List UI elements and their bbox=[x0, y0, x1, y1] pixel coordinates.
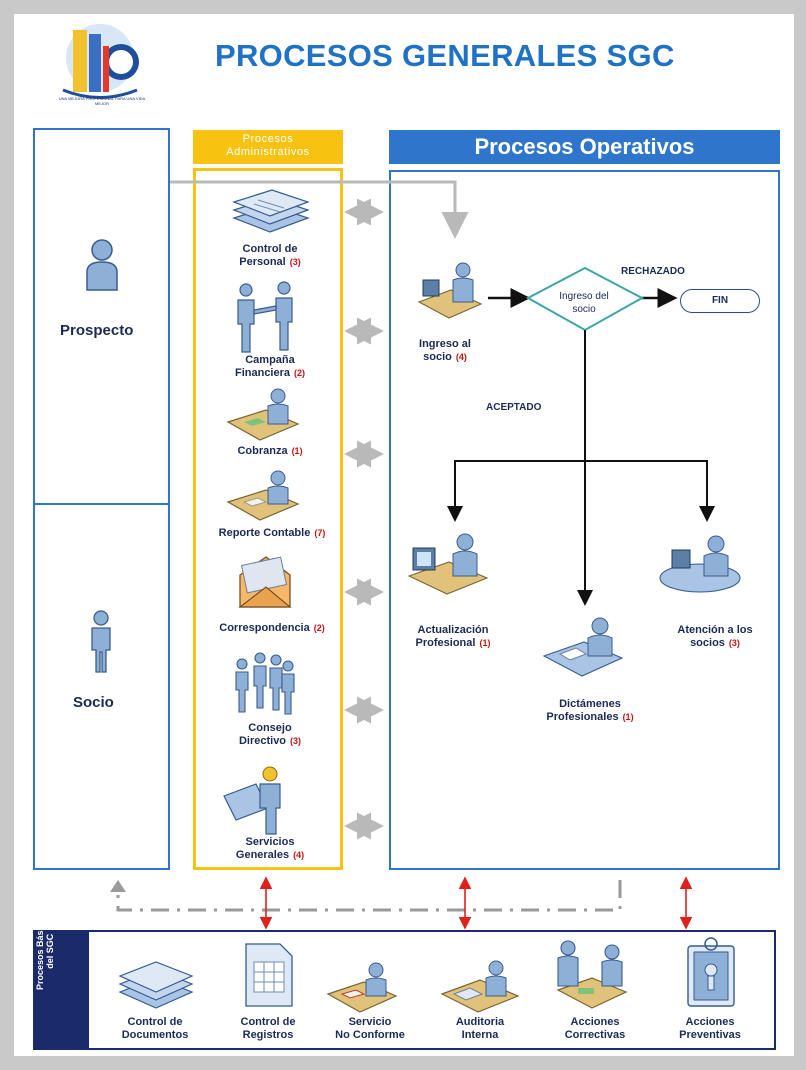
basicos-item-4-label: Auditoria Interna bbox=[455, 1016, 505, 1041]
servicio-no-conforme-icon bbox=[326, 962, 398, 1013]
person-prospecto-icon bbox=[86, 239, 118, 291]
aceptado-label: ACEPTADO bbox=[486, 402, 542, 413]
dictamenes-person-table-papers-icon bbox=[542, 617, 624, 677]
acciones-correctivas-icon bbox=[556, 940, 628, 1009]
actualizacion-label: Actualización Profesional(1) bbox=[415, 624, 491, 649]
prospecto-label: Prospecto bbox=[60, 322, 134, 339]
basicos-item-3-label: Servicio No Conforme bbox=[335, 1016, 405, 1041]
basicos-side-label: Procesos Básicos del SGC bbox=[35, 912, 55, 990]
diagram-sheet bbox=[14, 14, 794, 1056]
documents-stack-icon bbox=[232, 189, 310, 233]
auditoria-interna-icon bbox=[440, 960, 520, 1013]
rechazado-label: RECHAZADO bbox=[621, 266, 685, 277]
admin-item-5-label: Correspondencia(2) bbox=[219, 622, 325, 634]
admin-header-line-1: Procesos bbox=[242, 133, 294, 145]
ingreso-person-computer-icon bbox=[417, 262, 483, 319]
atencion-label: Atención a los socios(3) bbox=[677, 624, 753, 649]
spreadsheet-page-icon bbox=[245, 943, 293, 1007]
dictamenes-label: Dictámenes Profesionales(1) bbox=[546, 698, 634, 723]
basicos-side-bar bbox=[33, 930, 89, 1050]
feedback-line bbox=[116, 880, 622, 912]
atencion-person-callcenter-icon bbox=[659, 535, 741, 593]
decision-text: Ingreso del socio bbox=[559, 291, 609, 315]
admin-item-3-label: Cobranza(1) bbox=[237, 445, 303, 457]
entry-arrow bbox=[170, 180, 469, 239]
group-people-icon bbox=[235, 652, 295, 715]
person-desk-papers-icon bbox=[226, 470, 300, 521]
operativos-header: Procesos Operativos bbox=[389, 130, 780, 164]
admin-item-1-label: Control de Personal(3) bbox=[239, 243, 301, 268]
operativos-column bbox=[389, 170, 780, 870]
admin-item-2-label: Campaña Financiera(2) bbox=[234, 354, 306, 379]
basicos-item-2-label: Control de Registros bbox=[240, 1016, 296, 1041]
basicos-item-6-label: Acciones Preventivas bbox=[679, 1016, 741, 1041]
admin-item-7-label: Servicios Generales(4) bbox=[235, 836, 305, 861]
admin-item-4-label: Reporte Contable(7) bbox=[218, 527, 326, 539]
handshake-people-icon bbox=[237, 281, 293, 353]
worker-blueprint-icon bbox=[223, 766, 281, 835]
fin-terminal: FIN bbox=[680, 289, 760, 313]
clientes-divider bbox=[33, 503, 170, 505]
logo-caption: UNA MEJORA PROFESIONAL PARA UNA VIDA MEJ… bbox=[58, 96, 146, 106]
admin-column bbox=[193, 168, 343, 870]
control-documentos-icon bbox=[118, 961, 194, 1009]
clientes-column bbox=[33, 128, 170, 870]
socio-label: Socio bbox=[73, 694, 114, 711]
actualizacion-person-computer-icon bbox=[407, 533, 489, 595]
basicos-item-5-label: Acciones Correctivas bbox=[564, 1016, 626, 1041]
admin-item-6-label: Consejo Directivo(3) bbox=[238, 722, 302, 747]
envelope-icon bbox=[238, 556, 292, 608]
person-socio-icon bbox=[91, 610, 111, 673]
id-badge-icon bbox=[687, 937, 735, 1007]
page-title: PROCESOS GENERALES SGC bbox=[215, 38, 675, 73]
admin-header-line-2: Administrativos bbox=[226, 146, 310, 158]
logo-icon bbox=[62, 24, 139, 99]
admin-header: Procesos Administrativos bbox=[193, 130, 343, 164]
person-desk-money-icon bbox=[226, 388, 300, 441]
basicos-item-1-label: Control de Documentos bbox=[121, 1016, 189, 1041]
ingreso-label: Ingreso al socio(4) bbox=[419, 338, 471, 363]
admin-operativos-arrows bbox=[344, 198, 384, 840]
